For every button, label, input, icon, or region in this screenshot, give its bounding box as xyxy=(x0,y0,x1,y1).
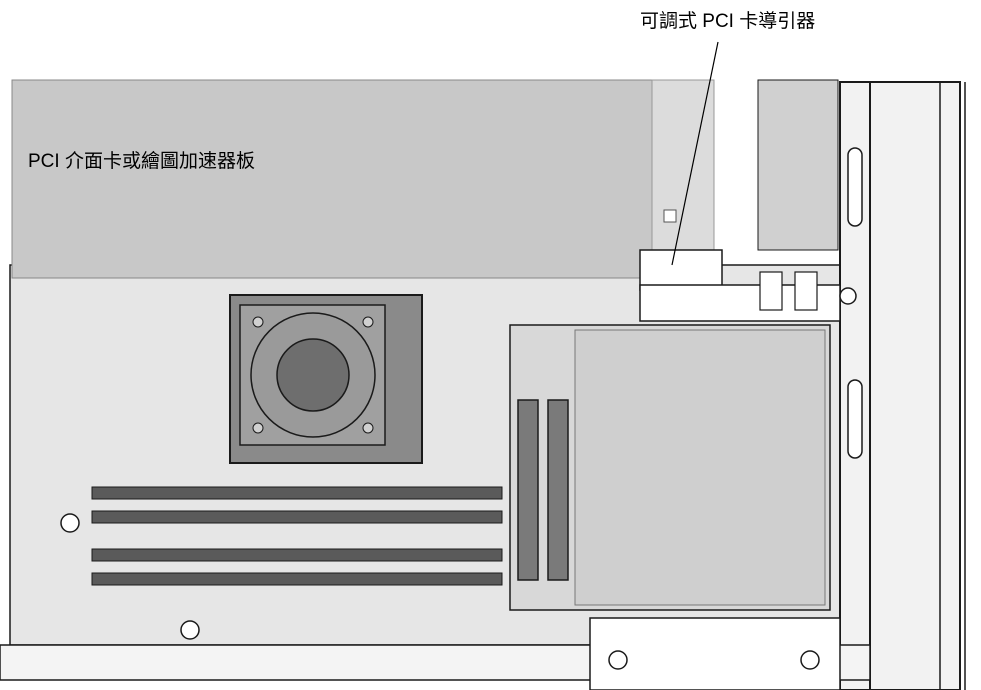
guide-latch-2 xyxy=(794,271,818,311)
pci-card-notch xyxy=(663,209,677,223)
pci-card-guide-label: 可調式 PCI 卡導引器 xyxy=(640,10,815,32)
fan-screw-tr xyxy=(362,316,374,328)
dimm-slot-1 xyxy=(91,486,503,500)
cpu-fan-hub xyxy=(276,338,350,412)
dimm-slot-2 xyxy=(91,510,503,524)
bottom-bracket xyxy=(589,617,841,690)
bracket-block xyxy=(757,79,839,251)
fan-screw-tl xyxy=(252,316,264,328)
board-screw-1 xyxy=(60,513,80,533)
dimm-slot-3 xyxy=(91,548,503,562)
guide-screw xyxy=(839,287,857,305)
dimm-slot-4 xyxy=(91,572,503,586)
dimm-bank xyxy=(91,486,503,586)
pci-card-label: PCI 介面卡或繪圖加速器板 xyxy=(28,150,255,172)
pci-card xyxy=(11,79,653,279)
pci-card-guide xyxy=(639,249,723,291)
guide-latch-1 xyxy=(759,271,783,311)
chassis-slot-bottom xyxy=(847,379,863,459)
pci-card-edge xyxy=(651,79,715,251)
bracket-screw-left xyxy=(608,650,628,670)
fan-screw-bl xyxy=(252,422,264,434)
board-screw-2 xyxy=(180,620,200,640)
guide-callout-leader xyxy=(671,41,719,266)
chassis-slot-top xyxy=(847,147,863,227)
riser-face xyxy=(574,329,826,606)
bracket-screw-right xyxy=(800,650,820,670)
fan-screw-br xyxy=(362,422,374,434)
pci-slot-2 xyxy=(547,399,569,581)
pci-slot-1 xyxy=(517,399,539,581)
